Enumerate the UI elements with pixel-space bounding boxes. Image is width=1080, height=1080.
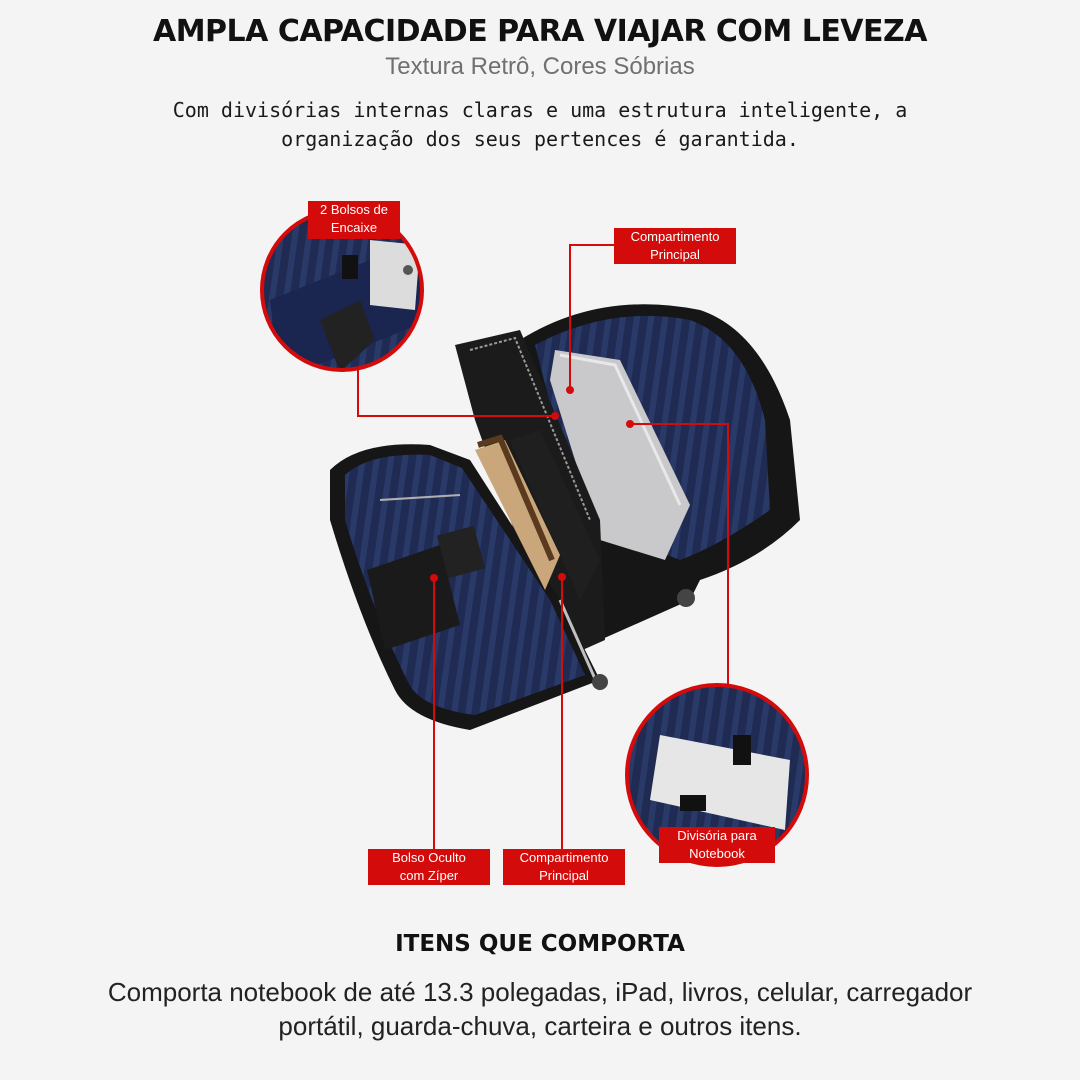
items-description: Comporta notebook de até 13.3 polegadas,… [107,977,973,1041]
page-subtitle: Textura Retrô, Cores Sóbrias [385,53,695,80]
callout-bolsos-encaixe: 2 Bolsos de Encaixe [308,201,400,239]
callout-line-1: Divisória para [677,828,757,843]
callout-line-2: Notebook [689,846,745,861]
description-text: Com divisórias internas claras e uma est… [172,98,908,151]
callout-compartimento-top: Compartimento Principal [614,228,736,264]
callout-line-2: Principal [539,868,589,883]
callout-line-2: com Zíper [399,868,459,883]
items-heading: ITENS QUE COMPORTA [395,931,685,957]
callout-line-1: Compartimento [519,850,609,865]
backpack-body [330,304,800,730]
callout-line-2: Principal [650,247,700,262]
callout-divisoria: Divisória para Notebook [659,827,775,863]
callout-compartimento-bottom: Compartimento Principal [503,849,625,885]
callout-line-1: Compartimento [630,229,720,244]
callout-line-2: Encaixe [330,220,378,235]
callout-bolso-oculto: Bolso Oculto com Zíper [368,849,490,885]
callout-line-1: 2 Bolsos de [320,202,388,217]
page-title: AMPLA CAPACIDADE PARA VIAJAR COM LEVEZA [152,14,928,49]
callout-line-1: Bolso Oculto [392,850,466,865]
